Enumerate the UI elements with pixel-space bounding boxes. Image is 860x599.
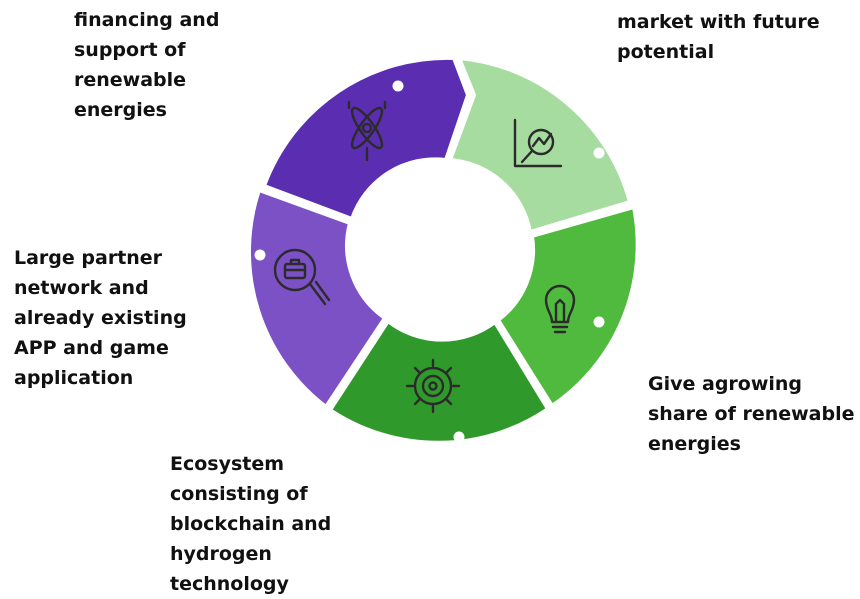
connector-dot-ecosystem: [453, 431, 465, 443]
lightbulb-icon: [544, 284, 576, 334]
briefcase-search-icon: [273, 248, 331, 306]
segment-ecosystem: [328, 319, 550, 445]
label-financing: financing and support of renewable energ…: [74, 9, 220, 121]
segment-market: [448, 56, 632, 234]
atom-icon: [347, 100, 387, 162]
label-market: market with future potential: [617, 11, 820, 63]
label-partner-network: Large partner network and already existi…: [14, 247, 187, 389]
target-gear-icon: [405, 358, 461, 414]
connector-dot-growing: [593, 316, 605, 328]
segment-growing: [496, 205, 640, 408]
label-growing-share: Give agrowing share of renewable energie…: [648, 373, 855, 455]
connector-dot-partner: [254, 249, 266, 261]
chart-magnifier-icon: [513, 118, 563, 168]
connector-dot-market: [593, 147, 605, 159]
segment-partner: [247, 188, 387, 409]
connector-dot-financing: [392, 80, 404, 92]
label-ecosystem: Ecosystem consisting of blockchain and h…: [170, 453, 332, 595]
